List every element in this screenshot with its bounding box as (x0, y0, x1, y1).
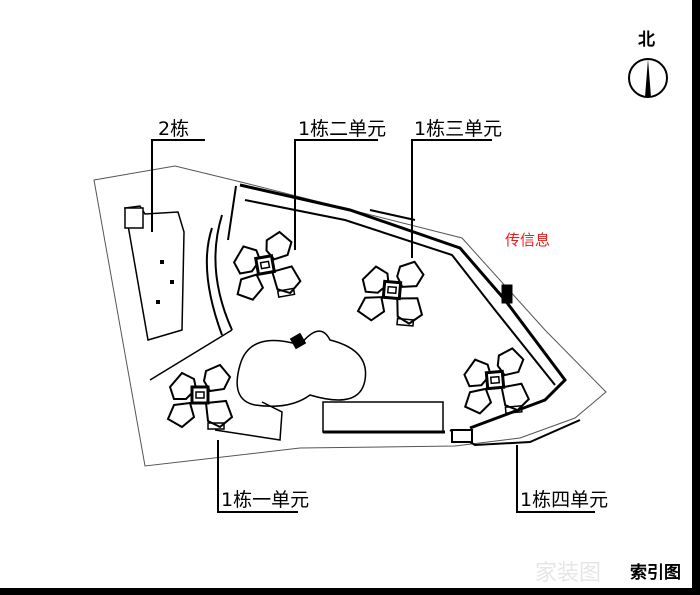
building-2-annex (124, 207, 144, 229)
building-1-unit-3 (355, 255, 428, 329)
frame-bottom-border (0, 588, 700, 595)
label-building-1-unit-3: 1栋三单元 (414, 118, 502, 140)
watermark: 家装图 (535, 561, 601, 586)
north-label: 北 (638, 30, 655, 50)
frame-right-border (692, 0, 700, 595)
building-1-unit-1 (166, 363, 234, 431)
leader-lines (151, 139, 595, 513)
building-2-column (170, 280, 174, 284)
pond-pavilion (289, 332, 307, 350)
building-1-unit-4 (459, 345, 532, 419)
drawing-title: 索引图 (630, 562, 681, 583)
central-pond (236, 330, 367, 407)
building-2-column (156, 300, 160, 304)
clubhouse (322, 401, 444, 433)
annotation-text: 传信息 (505, 231, 550, 249)
north-arrow-icon (628, 58, 668, 98)
label-building-1-unit-2: 1栋二单元 (298, 118, 386, 140)
podium-outline (214, 401, 283, 441)
label-building-2: 2栋 (158, 118, 189, 140)
label-building-1-unit-4: 1栋四单元 (520, 489, 608, 511)
building-2-column (160, 260, 164, 264)
perimeter-wall (149, 183, 581, 447)
label-building-1-unit-1: 1栋一单元 (221, 489, 309, 511)
site-boundary (93, 165, 607, 467)
building-1-unit-2 (226, 228, 304, 306)
